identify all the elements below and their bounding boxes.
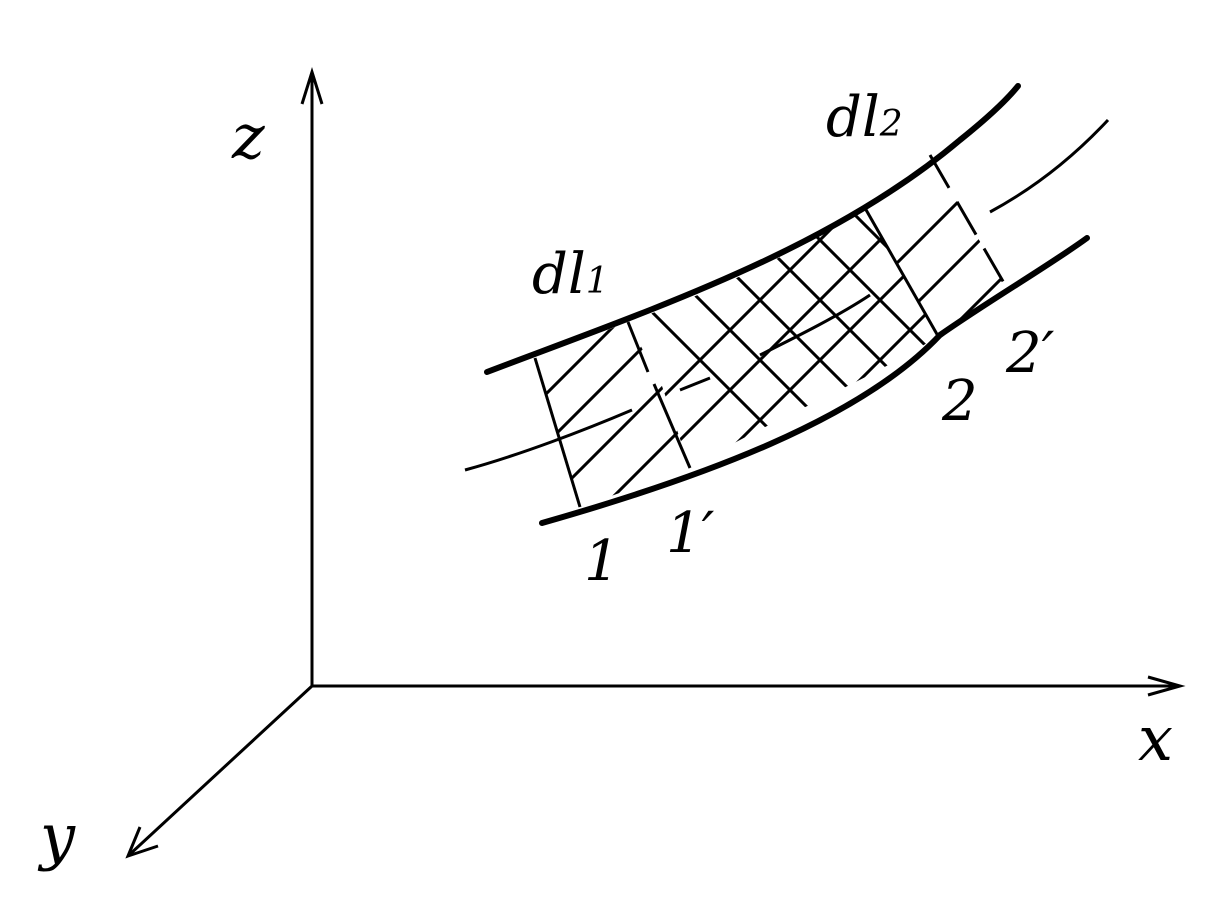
- label-dl2-main: dl: [826, 85, 880, 150]
- label-dl1-sub: 1: [586, 261, 609, 302]
- section-line-1prime: [626, 321, 692, 469]
- section-line-1: [533, 357, 582, 508]
- x-axis-label: x: [1138, 702, 1173, 775]
- y-axis: [126, 684, 314, 858]
- x-axis-arrowhead: [1147, 675, 1186, 697]
- stream-tube-upper-wall: [484, 83, 1021, 375]
- label-section-1: 1: [584, 529, 620, 594]
- hatching-crosshatch-middle: [628, 208, 938, 468]
- z-axis-label: z: [231, 100, 265, 173]
- label-dl1: dl1: [532, 242, 609, 307]
- central-streamline: [464, 118, 1110, 472]
- coordinate-axes: [125, 66, 1186, 859]
- z-axis-arrowhead: [300, 66, 324, 105]
- label-section-2: 2: [941, 369, 978, 434]
- label-dl2-sub: 2: [879, 104, 903, 145]
- stream-tube-lower-wall: [539, 235, 1090, 526]
- section-line-2prime: [928, 154, 1010, 291]
- label-dl2: dl2: [826, 85, 903, 150]
- y-axis-arrowhead: [125, 826, 159, 859]
- y-axis-label: y: [37, 800, 76, 873]
- label-section-1prime: 1′: [666, 501, 715, 566]
- label-dl1-main: dl: [532, 242, 586, 307]
- label-section-2prime: 2′: [1005, 321, 1055, 386]
- section-line-2: [863, 207, 940, 337]
